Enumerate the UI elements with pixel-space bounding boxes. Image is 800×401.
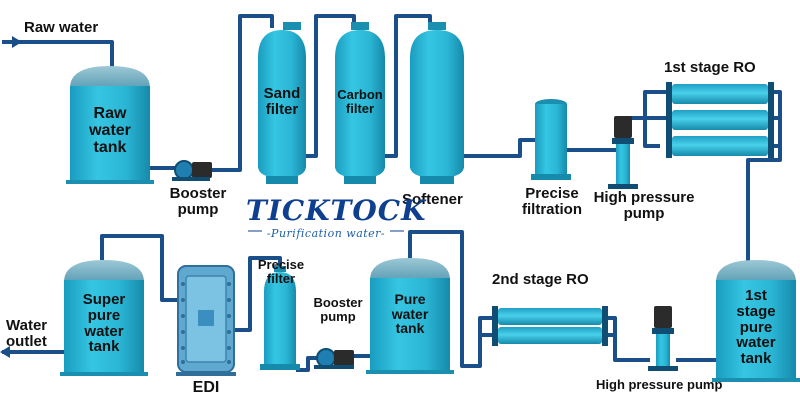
booster-pump-1: [172, 160, 212, 181]
first-stage-pure-water-tank-label: 1st stage pure water tank: [736, 287, 776, 367]
second-stage-ro-label: 2nd stage RO: [492, 271, 589, 288]
pipe-softener-to-precise: [462, 138, 536, 158]
super-pure-water-tank: [60, 260, 148, 376]
sand-filter-label: Sand filter: [263, 85, 301, 118]
second-stage-ro-membranes: [492, 306, 608, 346]
precise-filtration-vessel: [531, 99, 571, 180]
softener-label: Softener: [402, 191, 463, 208]
high-pressure-pump-2-label: High pressure pump: [596, 377, 723, 392]
booster-pump-2-label: Booster pump: [313, 295, 363, 324]
pipe-sand-to-carbon: [305, 14, 356, 158]
inlet-arrow-icon: [12, 36, 22, 48]
high-pressure-pump-1: [608, 116, 638, 189]
raw-water-tank: [66, 66, 154, 184]
carbon-filter-label: Carbon filter: [337, 87, 383, 116]
first-stage-ro-membranes: [666, 82, 774, 158]
edi-module: [176, 265, 236, 376]
precise-filter-label: Precise filter: [257, 257, 305, 286]
high-pressure-pump-2: [648, 306, 678, 371]
pipe-hp-pump-to-ro1: [630, 90, 672, 148]
high-pressure-pump-1-label: High pressure pump: [593, 189, 695, 222]
flow-arrows: [0, 36, 22, 358]
first-stage-ro-label: 1st stage RO: [664, 59, 756, 76]
pipe-booster-to-sand: [210, 14, 274, 172]
pure-water-tank: [366, 258, 454, 374]
pipe-precise-to-edi: [232, 256, 282, 332]
sand-filter-vessel: [258, 22, 306, 184]
softener-vessel: [410, 22, 464, 184]
pipe-carbon-to-softener: [383, 14, 432, 158]
brand-logo: TICKTOCK -Purification water-: [246, 194, 427, 241]
pipe-booster2-to-precise: [296, 356, 320, 372]
outlet-arrow-icon: [0, 346, 10, 358]
pipe-edi-to-super: [100, 234, 178, 302]
brand-tagline: -Purification water-: [266, 227, 386, 240]
booster-pump-1-label: Booster pump: [169, 185, 227, 218]
raw-water-label: Raw water: [24, 19, 99, 36]
first-stage-pure-water-tank: [712, 260, 800, 382]
super-pure-water-tank-label: Super pure water tank: [82, 291, 126, 356]
water-outlet-label: Water outlet: [6, 317, 48, 350]
pure-water-tank-label: Pure water tank: [391, 291, 429, 337]
carbon-filter-vessel: [335, 22, 385, 184]
raw-water-tank-label: Raw water tank: [89, 105, 131, 156]
precise-filter-vessel: [260, 266, 300, 370]
precise-filtration-label: Precise filtration: [522, 185, 582, 218]
pipe-ro2-to-pure-tank: [408, 230, 496, 368]
pipe-raw-water-inlet: [2, 40, 114, 68]
edi-label: EDI: [192, 379, 220, 396]
booster-pump-2: [314, 348, 354, 369]
pipe-hp-pump2-to-ro2: [605, 316, 650, 362]
brand-name: TICKTOCK: [246, 194, 427, 227]
